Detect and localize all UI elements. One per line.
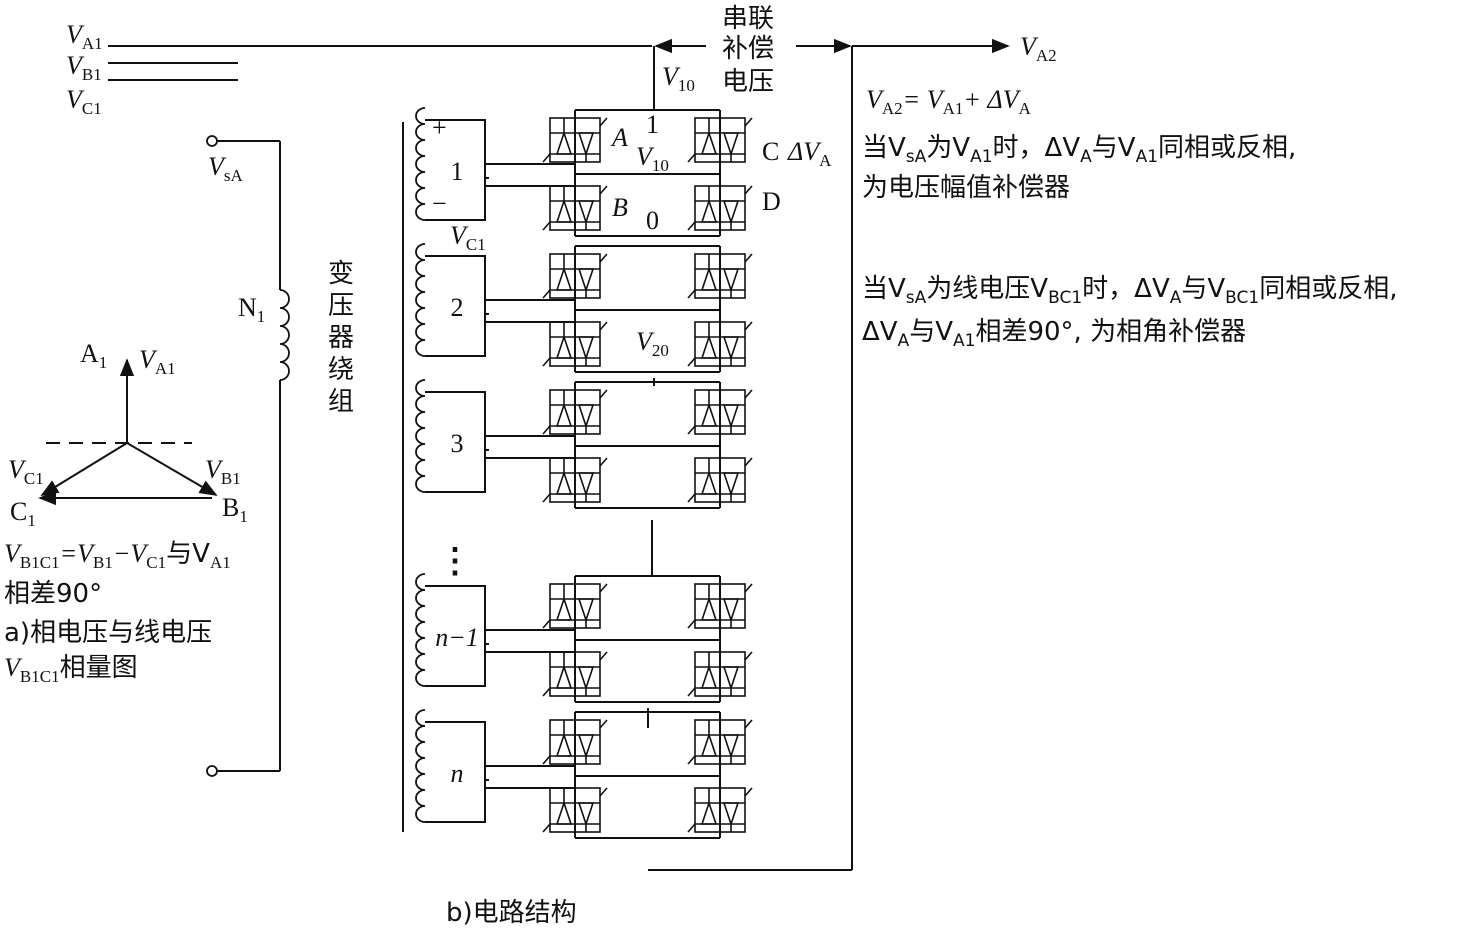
terminal-top — [206, 135, 218, 147]
node-v10-label: V10 — [636, 142, 669, 175]
cell-ellipsis: ⋮ — [438, 543, 472, 580]
winding-minus: − — [432, 189, 447, 218]
phasor-vb1-arrow — [126, 442, 218, 496]
caption-a-line2: 相差90° — [4, 579, 102, 609]
n1-coil — [279, 289, 290, 381]
series-label-line3: 电压 — [722, 67, 774, 97]
primary-winding — [206, 135, 290, 777]
caption-a-line1: VB1C1=VB1−VC1与VA1 — [4, 539, 231, 572]
cell-number-label: 3 — [451, 429, 464, 458]
cell-number-label: n — [451, 759, 464, 788]
cell-1: 1 — [415, 107, 753, 237]
cell-4: n−1 — [415, 573, 753, 703]
phasor-c1-label: C1 — [10, 497, 36, 530]
explanation-line2: 为电压幅值补偿器 — [862, 173, 1070, 203]
phasor-diagram — [38, 358, 218, 506]
cell-number-label: 2 — [451, 293, 464, 322]
equation-va2: VA2= VA1+ ΔVA — [866, 85, 1032, 118]
bus-vc1-label: VC1 — [66, 85, 102, 118]
cell-number-label: 1 — [451, 157, 464, 186]
winding-box — [425, 119, 486, 221]
transformer-label-4: 绕 — [328, 355, 354, 385]
node-v20-label: V20 — [636, 327, 669, 360]
winding-coil — [415, 709, 426, 823]
inter-cell-links — [647, 378, 655, 728]
node-1-label: 1 — [646, 110, 659, 139]
explanation-line1: 当VsA为VA1时，ΔVA与VA1同相或反相, — [862, 133, 1296, 167]
cell-3: 3 — [415, 379, 753, 509]
transformer-label-2: 压 — [328, 291, 354, 321]
cell1-vc1-label: VC1 — [450, 221, 486, 254]
winding-plus: + — [432, 113, 447, 142]
series-label-line1: 串联 — [722, 4, 774, 34]
transformer-label-3: 器 — [328, 323, 354, 353]
terminal-bottom — [206, 765, 218, 777]
explanation-line3: 当VsA为线电压VBC1时，ΔVA与VBC1同相或反相, — [862, 274, 1398, 308]
v10-top-label: V10 — [662, 62, 695, 95]
winding-box — [425, 585, 486, 687]
node-b-label: B — [612, 193, 628, 222]
bus-va1-label: VA1 — [66, 20, 103, 53]
phasor-vc1-arrow — [40, 442, 128, 496]
winding-coil — [415, 379, 426, 493]
cell-number-label: n−1 — [435, 623, 479, 652]
node-0-label: 0 — [646, 206, 659, 235]
phasor-vc1-label: VC1 — [8, 455, 44, 488]
winding-box — [425, 255, 486, 357]
transformer-label-1: 变 — [328, 259, 354, 289]
winding-coil — [415, 243, 426, 357]
transformer-label-5: 组 — [328, 387, 354, 417]
caption-b: b)电路结构 — [446, 898, 577, 928]
phasor-vb1-label: VB1 — [205, 455, 241, 488]
explanation-line4: ΔVA与VA1相差90°, 为相角补偿器 — [862, 317, 1246, 351]
winding-coil — [415, 573, 426, 687]
delta-va-label: ΔVA — [787, 137, 832, 170]
caption-a-line3: a)相电压与线电压 — [4, 618, 212, 648]
phasor-a1-label: A1 — [80, 339, 107, 372]
phasor-b1-label: B1 — [222, 493, 248, 526]
bus-va2-label: VA2 — [1020, 32, 1057, 65]
cell-2: 2 — [415, 243, 753, 373]
n1-label: N1 — [238, 293, 265, 326]
h-bridge-cells: 1 2 3 n−1 n — [415, 107, 753, 839]
series-label-line2: 补偿 — [722, 34, 774, 64]
bus-vb1-label: VB1 — [66, 51, 102, 84]
vsa-label: VsA — [208, 152, 244, 185]
winding-box — [425, 391, 486, 493]
winding-box — [425, 721, 486, 823]
cell-5: n — [415, 709, 753, 839]
bus-lines — [108, 38, 1010, 871]
node-c-label: C — [762, 137, 779, 166]
phasor-va1-label: VA1 — [139, 345, 176, 378]
node-d-label: D — [762, 187, 781, 216]
node-a-label: A — [610, 123, 628, 152]
caption-a-line4: VB1C1相量图 — [4, 653, 138, 686]
winding-coil — [415, 107, 426, 221]
